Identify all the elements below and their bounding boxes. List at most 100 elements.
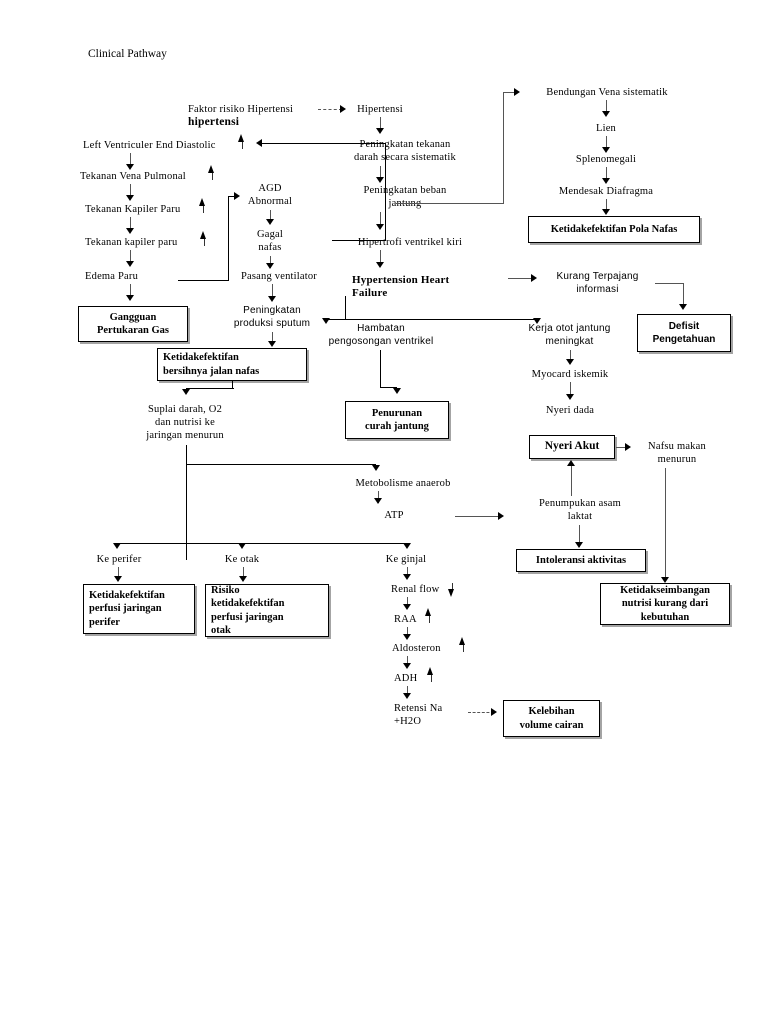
indicator-stem-renal-flow xyxy=(452,583,453,592)
arrowhead-ventilator-to-sputum xyxy=(268,296,276,302)
arrowhead-to-agd xyxy=(234,192,240,200)
node-metobolisme-anaerob: Metobolisme anaerob xyxy=(355,478,451,489)
indicator-stem-kapiler2 xyxy=(204,236,205,246)
connector-edema-to-gangguan xyxy=(130,284,131,299)
connector-terpajang-to-defisit-h xyxy=(655,283,684,284)
node-bendungan-vena-sistematik: Bendungan Vena sistematik xyxy=(546,87,668,98)
node-nyeri-dada: Nyeri dada xyxy=(545,405,595,416)
connector-hambatan-to-curah xyxy=(380,387,397,388)
arrowhead-to-ke-ginjal xyxy=(403,543,411,549)
connector-ventilator-to-sputum xyxy=(272,284,273,300)
connector-beban-to-bendungan-v xyxy=(503,92,504,204)
connector-hipertrofi-to-hhf xyxy=(380,250,381,266)
connector-otak-to-box xyxy=(243,567,244,580)
diagnosis-ketidakseimbangan-nutrisi[interactable]: Ketidakseimbangan nutrisi kurang dari ke… xyxy=(600,583,730,625)
diagnosis-ketidakefektifan-perfusi-perifer[interactable]: Ketidakefektifan perfusi jaringan perife… xyxy=(83,584,195,634)
node-nafsu-makan-menurun: Nafsu makan menurun xyxy=(648,441,706,465)
arrowhead-to-ke-otak xyxy=(238,543,246,549)
connector-faktor-to-hipertensi xyxy=(318,109,342,110)
arrowhead-metabolisme-to-atp xyxy=(374,498,382,504)
node-ke-ginjal: Ke ginjal xyxy=(385,554,427,565)
node-adh: ADH xyxy=(394,673,418,684)
node-kerja-otot-jantung-meningkat: Kerja otot jantung meningkat xyxy=(528,323,611,347)
connector-edema-to-agd-h xyxy=(178,280,229,281)
connector-suplai-stem xyxy=(186,445,187,560)
node-agd-abnormal: AGD Abnormal xyxy=(247,183,293,207)
indicator-up-kapiler2 xyxy=(200,231,206,239)
arrowhead-to-nafsu-makan xyxy=(625,443,631,451)
node-peningkatan-tekanan-darah: Peningkatan tekanan darah secara sistema… xyxy=(354,139,456,163)
page-title: Clinical Pathway xyxy=(88,48,167,60)
connector-nyeri-to-nafsu xyxy=(616,447,628,448)
node-edema-paru: Edema Paru xyxy=(85,271,139,282)
connector-renal-to-raa xyxy=(407,597,408,608)
arrowhead-hhf-to-hambatan xyxy=(322,318,330,324)
node-myocard-iskemik: Myocard iskemik xyxy=(531,369,609,380)
node-lien: Lien xyxy=(595,123,617,134)
arrowhead-sputum-to-bersihan xyxy=(268,341,276,347)
diagnosis-intoleransi-aktivitas[interactable]: Intoleransi aktivitas xyxy=(516,549,646,572)
arrowhead-lien-to-splenomegali xyxy=(602,147,610,153)
connector-three-way-split xyxy=(117,543,407,544)
arrowhead-to-intoleransi xyxy=(575,542,583,548)
connector-feedback-v xyxy=(385,143,386,240)
connector-beban-to-bendungan-h xyxy=(396,203,504,204)
arrowhead-kapiler2-to-edema xyxy=(126,261,134,267)
connector-atp-to-laktat xyxy=(455,516,500,517)
arrowhead-bendungan-to-lien xyxy=(602,111,610,117)
connector-diafragma-to-pola-nafas xyxy=(606,199,607,213)
arrowhead-perifer-to-box xyxy=(114,576,122,582)
connector-bendungan-to-lien xyxy=(606,100,607,115)
indicator-up-vena-pulmonal xyxy=(208,165,214,173)
node-ke-otak: Ke otak xyxy=(224,554,260,565)
indicator-stem-lvedp xyxy=(242,139,243,149)
arrowhead-to-suplai-darah xyxy=(182,389,190,395)
diagnosis-ketidakefektifan-pola-nafas[interactable]: Ketidakefektifan Pola Nafas xyxy=(528,216,700,243)
indicator-stem-adh xyxy=(431,672,432,682)
indicator-down-renal-flow xyxy=(448,589,454,597)
node-tekanan-kapiler-paru-2: Tekanan kapiler paru xyxy=(85,237,178,248)
node-tekanan-kapiler-paru-1: Tekanan Kapiler Paru xyxy=(85,204,181,215)
connector-bersihan-to-suplai xyxy=(186,388,234,389)
connector-myocard-to-nyeri-dada xyxy=(570,382,571,398)
connector-bendungan-entry xyxy=(503,92,517,93)
arrowhead-to-ke-perifer xyxy=(113,543,121,549)
node-hypertension-heart-failure: Hypertension Heart Failure xyxy=(352,274,450,299)
arrowhead-agd-to-gagal xyxy=(266,219,274,225)
node-hipertrofi-ventrikel-kiri: Hipertrofi ventrikel kiri xyxy=(357,237,463,248)
diagnosis-penurunan-curah-jantung[interactable]: Penurunan curah jantung xyxy=(345,401,449,439)
indicator-up-adh xyxy=(427,667,433,675)
connector-feedback-from-hipertrofi xyxy=(332,240,386,241)
connector-metabolisme-to-atp xyxy=(378,491,379,503)
diagnosis-risiko-ketidakefektifan-perfusi-otak[interactable]: Risiko ketidakefektifan perfusi jaringan… xyxy=(205,584,329,637)
arrowhead-ginjal-to-renal-flow xyxy=(403,574,411,580)
arrowhead-faktor-to-hipertensi xyxy=(340,105,346,113)
connector-terpajang-to-defisit-v xyxy=(683,283,684,307)
arrowhead-laktat-to-nyeri-akut xyxy=(567,460,575,466)
arrowhead-renal-to-raa xyxy=(403,604,411,610)
arrowhead-diafragma-to-pola-nafas xyxy=(602,209,610,215)
arrowhead-feedback-left xyxy=(256,139,262,147)
diagnosis-defisit-pengetahuan[interactable]: Defisit Pengetahuan xyxy=(637,314,731,352)
indicator-stem-aldosteron xyxy=(463,642,464,652)
arrowhead-atp-to-laktat xyxy=(498,512,504,520)
diagnosis-nyeri-akut[interactable]: Nyeri Akut xyxy=(529,435,615,459)
diagnosis-gangguan-pertukaran-gas[interactable]: Gangguan Pertukaran Gas xyxy=(78,306,188,342)
connector-lvedp-to-vena xyxy=(130,153,131,168)
node-ke-perifer: Ke perifer xyxy=(96,554,142,565)
arrowhead-splenomegali-to-diafragma xyxy=(602,178,610,184)
connector-gagal-to-ventilator xyxy=(270,256,271,268)
diagnosis-kelebihan-volume-cairan[interactable]: Kelebihan volume cairan xyxy=(503,700,600,737)
node-renal-flow: Renal flow xyxy=(391,584,440,595)
connector-hambatan-stem xyxy=(380,350,381,388)
node-hipertensi: Hipertensi xyxy=(357,104,403,115)
indicator-stem-kapiler1 xyxy=(203,203,204,213)
arrowhead-to-penurunan-curah xyxy=(393,388,401,394)
diagnosis-ketidakefektifan-bersihan-jalan-nafas[interactable]: Ketidakefektifan bersihnya jalan nafas xyxy=(157,348,307,381)
connector-nafsu-to-nutrisi xyxy=(665,468,666,581)
arrowhead-to-ketidakseimbangan-nutrisi xyxy=(661,577,669,583)
connector-ginjal-to-renal-flow xyxy=(407,567,408,578)
arrowhead-tekanan-to-beban xyxy=(376,177,384,183)
arrowhead-to-defisit xyxy=(679,304,687,310)
arrowhead-to-kelebihan-volume xyxy=(491,708,497,716)
